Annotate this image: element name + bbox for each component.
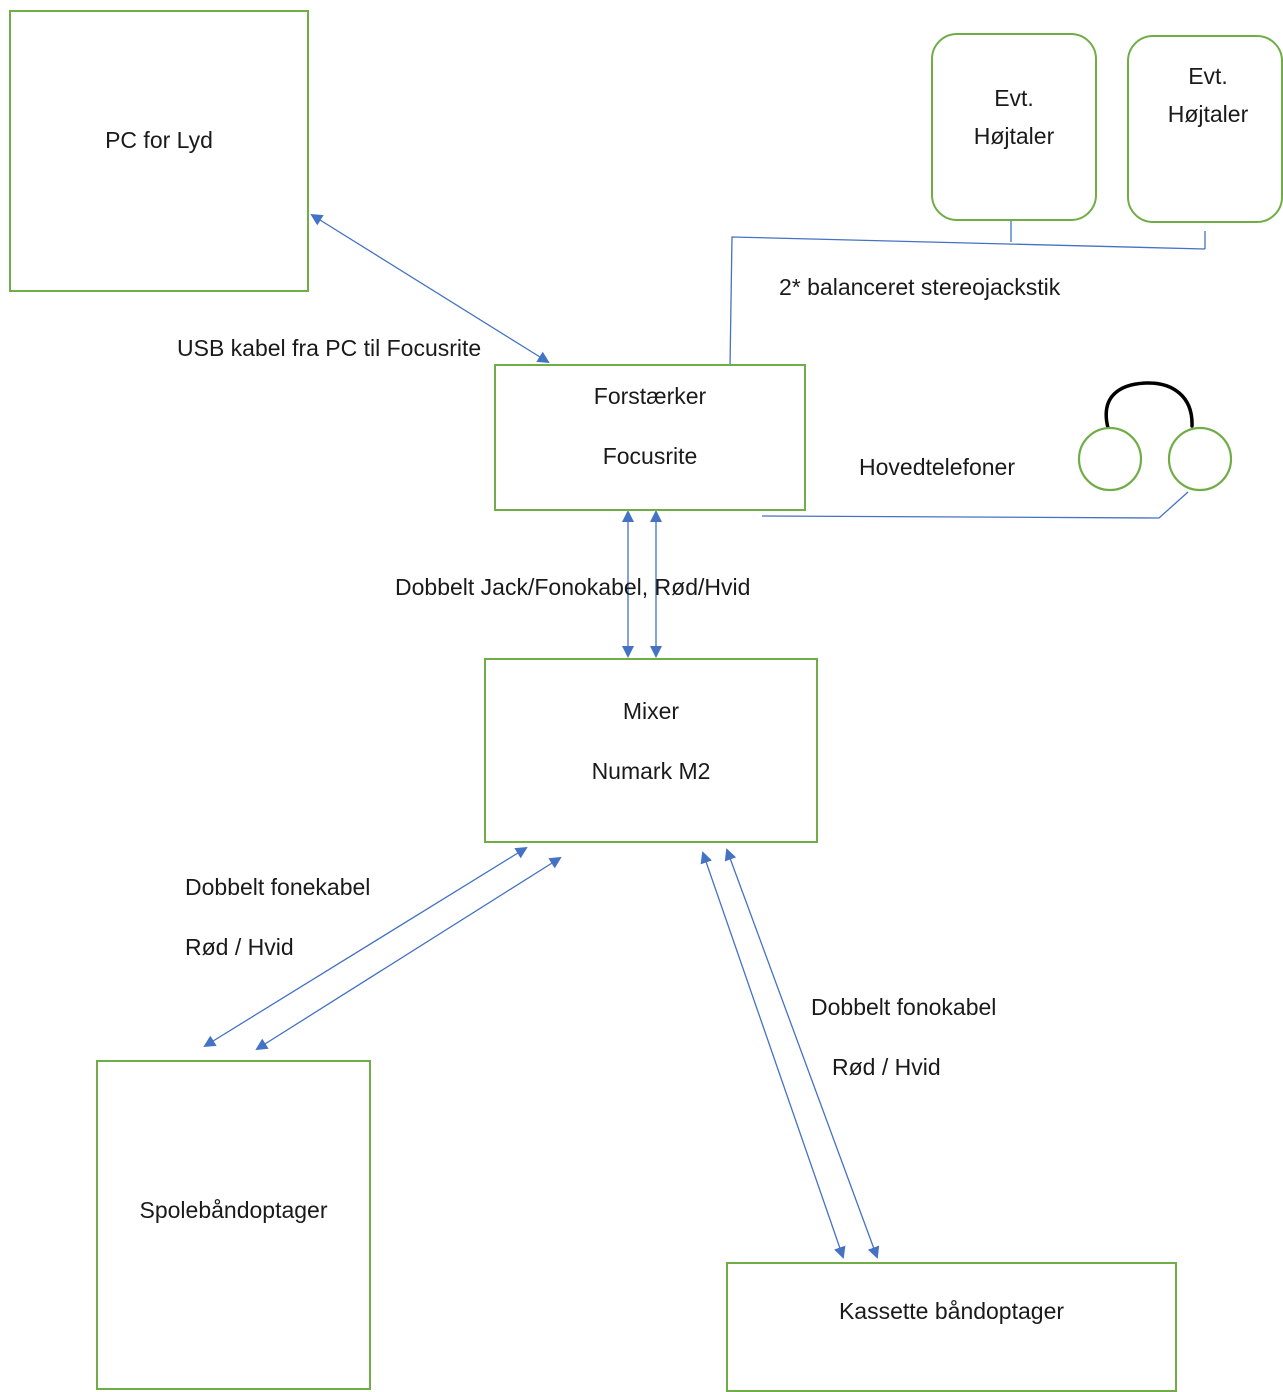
amplifier-title: Forstærker — [593, 383, 707, 409]
cassette-cable-arrow-2 — [724, 848, 880, 1259]
speaker-right-label-line1: Evt. — [1188, 63, 1228, 89]
reel-cable-label-line2: Rød / Hvid — [185, 934, 294, 960]
headphones-icon — [1077, 381, 1233, 492]
usb-cable-label: USB kabel fra PC til Focusrite — [177, 335, 482, 361]
mixer-box — [484, 658, 818, 843]
usb-cable-arrow — [310, 213, 550, 364]
speaker-left-label-line2: Højtaler — [973, 123, 1055, 149]
pc-label: PC for Lyd — [105, 127, 213, 153]
speaker-right-box — [1127, 35, 1283, 223]
reel-recorder-box — [96, 1060, 371, 1390]
reel-cable-arrow-2 — [255, 856, 562, 1051]
speaker-cable-label: 2* balanceret stereojackstik — [779, 274, 1061, 300]
amplifier-model: Focusrite — [602, 443, 698, 469]
speaker-cable-line — [729, 236, 1206, 368]
cassette-recorder-box — [726, 1262, 1177, 1392]
reel-recorder-label: Spolebåndoptager — [139, 1197, 328, 1223]
speaker-left-label-line1: Evt. — [994, 85, 1034, 111]
reel-cable-label-line1: Dobbelt fonekabel — [185, 874, 371, 900]
speaker-left-box — [931, 33, 1097, 221]
cassette-cable-label-line2: Rød / Hvid — [832, 1054, 941, 1080]
amplifier-box — [494, 364, 806, 511]
pc-box — [9, 10, 309, 292]
cassette-cable-arrow-1 — [700, 851, 846, 1259]
headphone-cable-line — [761, 491, 1189, 519]
speaker-right-label-line2: Højtaler — [1167, 101, 1249, 127]
headphones-label: Hovedtelefoner — [859, 454, 1015, 480]
mixer-title: Mixer — [622, 698, 680, 724]
cassette-cable-label-line1: Dobbelt fonokabel — [811, 994, 997, 1020]
mixer-model: Numark M2 — [591, 758, 711, 784]
cassette-recorder-label: Kassette båndoptager — [838, 1298, 1065, 1324]
jack-cable-label: Dobbelt Jack/Fonokabel, Rød/Hvid — [395, 574, 751, 600]
